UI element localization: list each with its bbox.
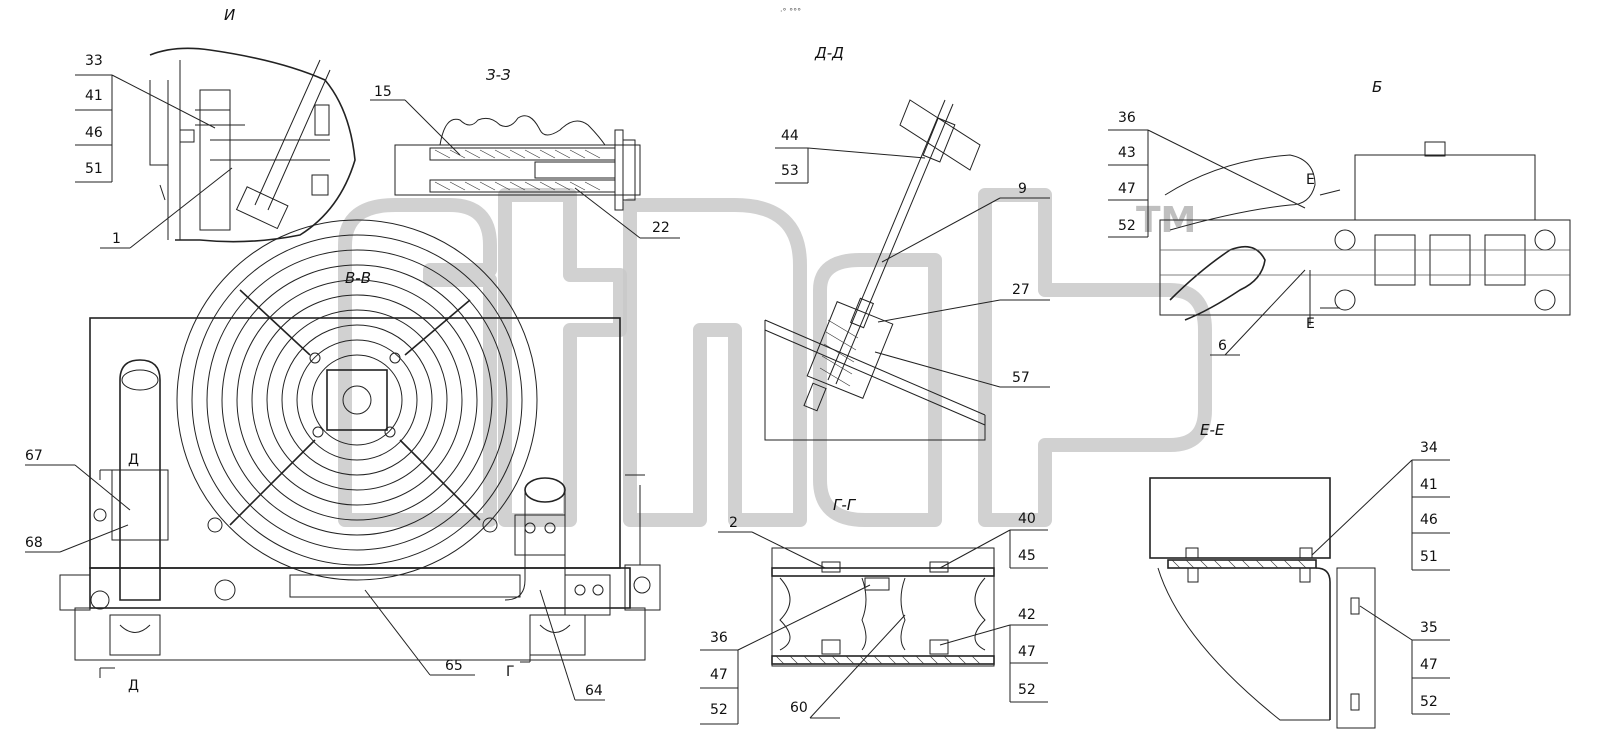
callout-9: 9 — [1018, 181, 1027, 197]
callout-67: 67 — [25, 448, 43, 464]
view-dd-title: Д-Д — [814, 44, 844, 62]
callout-42: 42 — [1018, 607, 1036, 623]
callout-46-e: 46 — [1420, 512, 1438, 528]
callout-43-b: 43 — [1118, 145, 1136, 161]
watermark-logo: ТМ — [338, 188, 1212, 527]
e-mark-top: Е — [1306, 172, 1315, 188]
callout-40: 40 — [1018, 511, 1036, 527]
callout-57: 57 — [1012, 370, 1030, 386]
top-mark: ·° °°° — [780, 7, 801, 16]
callout-46: 46 — [85, 125, 103, 141]
g-mark-bottom: Г — [506, 664, 515, 680]
callout-36-g: 36 — [710, 630, 728, 646]
callout-60: 60 — [790, 700, 808, 716]
callout-44: 44 — [781, 128, 799, 144]
callout-52-g2: 52 — [1018, 682, 1036, 698]
callout-64: 64 — [585, 683, 603, 699]
callout-41-e: 41 — [1420, 477, 1438, 493]
callout-36-b: 36 — [1118, 110, 1136, 126]
view-gg-title: Г-Г — [833, 496, 857, 514]
d-mark-bottom: Д — [128, 678, 139, 694]
callout-2: 2 — [729, 515, 738, 531]
callout-1: 1 — [112, 231, 121, 247]
callout-34: 34 — [1420, 440, 1438, 456]
view-vv: В-В — [25, 219, 661, 701]
callout-41: 41 — [85, 88, 103, 104]
callout-51: 51 — [85, 161, 103, 177]
e-mark-bottom: Е — [1306, 316, 1315, 332]
callout-27: 27 — [1012, 282, 1030, 298]
callout-53: 53 — [781, 163, 799, 179]
view-gg: Г-Г 2 40 45 36 47 52 42 47 52 — [700, 496, 1048, 725]
d-mark-top: Д — [128, 452, 139, 468]
view-zz-title: З-З — [486, 66, 511, 84]
view-i: И 33 41 46 51 1 — [75, 6, 356, 249]
callout-15: 15 — [374, 84, 392, 100]
callout-52-e: 52 — [1420, 694, 1438, 710]
callout-47-g2: 47 — [1018, 644, 1036, 660]
callout-35: 35 — [1420, 620, 1438, 636]
view-b: Б Е Е 36 43 47 52 6 — [1108, 78, 1571, 356]
view-i-title: И — [224, 6, 235, 24]
callout-47-g1: 47 — [710, 667, 728, 683]
callout-52-b: 52 — [1118, 218, 1136, 234]
callout-68: 68 — [25, 535, 43, 551]
callout-52-g1: 52 — [710, 702, 728, 718]
callout-47-e: 47 — [1420, 657, 1438, 673]
view-ee-title: Е-Е — [1200, 421, 1225, 439]
callout-65: 65 — [445, 658, 463, 674]
view-ee: Е-Е 34 41 46 51 35 47 52 — [1149, 421, 1450, 729]
view-zz: З-З 15 22 — [370, 66, 680, 239]
callout-33: 33 — [85, 53, 103, 69]
callout-22: 22 — [652, 220, 670, 236]
callout-45: 45 — [1018, 548, 1036, 564]
view-vv-title: В-В — [345, 269, 371, 287]
fan-guard — [176, 219, 538, 581]
view-b-title: Б — [1372, 78, 1382, 96]
callout-47-b: 47 — [1118, 181, 1136, 197]
view-dd: Д-Д 44 53 9 27 57 — [764, 44, 1050, 441]
callout-51-e: 51 — [1420, 549, 1438, 565]
callout-6: 6 — [1218, 338, 1227, 354]
